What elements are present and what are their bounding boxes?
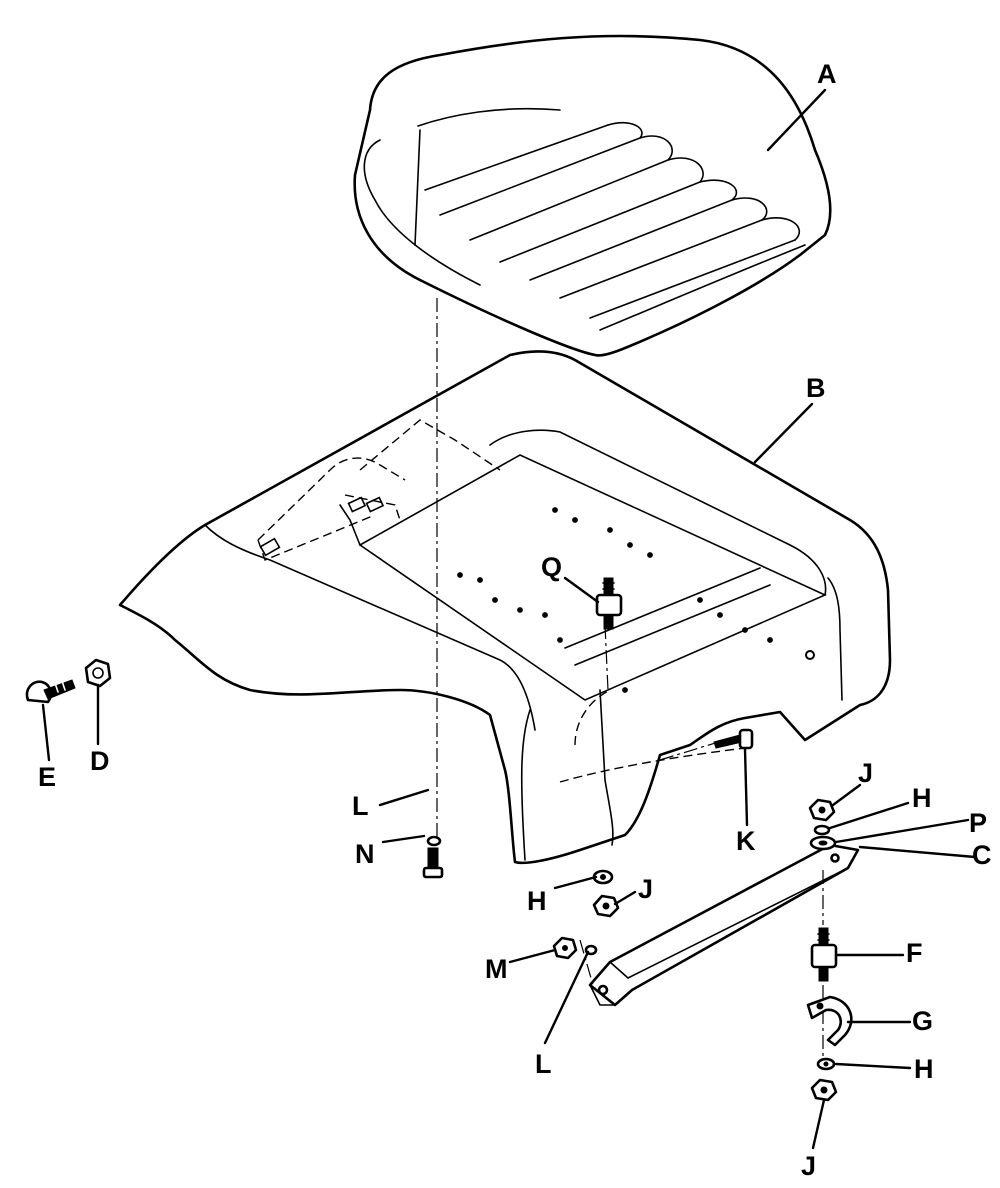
part-d-nut xyxy=(84,658,112,688)
label-a: A xyxy=(817,59,837,89)
part-g-clip xyxy=(806,995,853,1047)
fender-seat-pan xyxy=(118,350,892,865)
hardware xyxy=(25,658,838,1102)
label-h-upper: H xyxy=(912,783,932,813)
label-m: M xyxy=(485,954,508,984)
deck-holes xyxy=(457,507,815,693)
label-g: G xyxy=(912,1006,933,1036)
label-p: P xyxy=(969,808,987,838)
label-k: K xyxy=(736,826,756,856)
label-j-upper: J xyxy=(858,758,873,788)
part-k-bolt xyxy=(713,728,754,750)
label-b: B xyxy=(806,373,826,403)
label-l-lower: L xyxy=(535,1049,552,1079)
label-j-lower: J xyxy=(801,1151,816,1181)
label-c: C xyxy=(972,840,992,870)
part-l-washer-upper xyxy=(426,835,442,847)
support-bracket xyxy=(588,843,860,1007)
part-q-isolator xyxy=(595,577,623,630)
part-f-isolator xyxy=(810,927,838,982)
part-j-nut-upper xyxy=(808,798,836,822)
label-q: Q xyxy=(541,552,562,582)
part-e-bolt xyxy=(25,679,76,704)
callout-labels: A B Q E D L N K J H P C H J F M G L H J xyxy=(38,59,992,1181)
label-l-upper: L xyxy=(352,791,369,821)
part-h-washer-upper xyxy=(813,824,831,836)
label-f: F xyxy=(906,938,923,968)
part-n-bolt xyxy=(422,847,444,879)
label-h-lower: H xyxy=(914,1054,934,1084)
part-m-nut xyxy=(552,936,578,960)
part-j-nut-middle xyxy=(592,894,620,918)
seat-slot-marks xyxy=(259,496,385,557)
label-n: N xyxy=(355,839,375,869)
label-j-middle: J xyxy=(638,874,653,904)
seat-cushion xyxy=(353,34,832,357)
label-e: E xyxy=(38,762,56,792)
leader-lines xyxy=(41,88,977,1150)
label-h-middle: H xyxy=(527,886,547,916)
part-j-nut-lower xyxy=(810,1078,838,1102)
label-d: D xyxy=(90,746,110,776)
